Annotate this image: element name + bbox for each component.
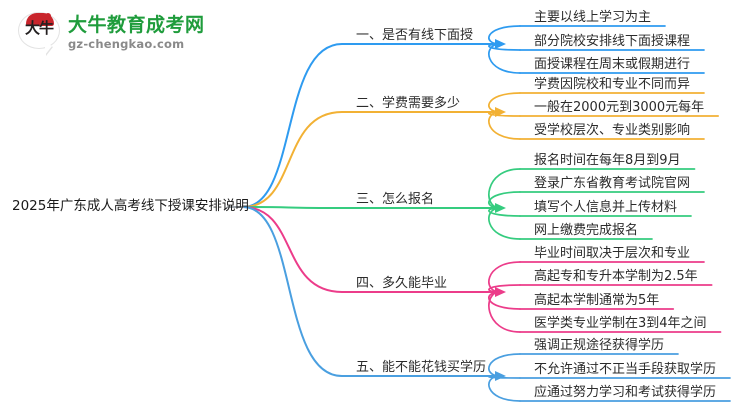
leaf-label-2-2[interactable]: 一般在2000元到3000元每年 (534, 100, 705, 115)
leaf-label-1-1[interactable]: 主要以线上学习为主 (534, 10, 652, 25)
branch-label-4[interactable]: 四、多久能毕业 (356, 276, 448, 291)
leaf-label-3-1[interactable]: 报名时间在每年8月到9月 (534, 153, 681, 168)
logo-domain: gz-chengkao.com (68, 36, 185, 51)
leaf-label-5-3[interactable]: 应通过努力学习和考试获得学历 (534, 385, 717, 400)
root-node-label[interactable]: 2025年广东成人高考线下授课安排说明 (12, 198, 249, 214)
leaf-label-4-4[interactable]: 医学类专业学制在3到4年之间 (534, 316, 707, 331)
branch-label-3[interactable]: 三、怎么报名 (356, 192, 435, 207)
branch-label-1[interactable]: 一、是否有线下面授 (356, 28, 474, 43)
speech-bubble-tail-icon (45, 42, 52, 55)
leaf-label-5-1[interactable]: 强调正规途径获得学历 (534, 338, 665, 353)
logo-mark-icon: 大牛 (18, 11, 62, 55)
logo-title: 大牛教育成考网 (68, 13, 205, 36)
leaf-label-3-3[interactable]: 填写个人信息并上传材料 (534, 200, 678, 215)
leaf-label-4-2[interactable]: 高起专和专升本学制为2.5年 (534, 269, 698, 284)
logo-glyph-text: 大牛 (24, 19, 54, 37)
branch-label-5[interactable]: 五、能不能花钱买学历 (356, 360, 487, 375)
leaf-label-3-4[interactable]: 网上缴费完成报名 (534, 223, 639, 238)
leaf-label-5-2[interactable]: 不允许通过不正当手段获取学历 (534, 362, 717, 377)
logo-text-block: 大牛教育成考网 gz-chengkao.com (68, 13, 205, 51)
leaf-label-4-1[interactable]: 毕业时间取决于层次和专业 (534, 246, 691, 261)
graduation-cap-icon (26, 13, 54, 26)
leaf-label-1-2[interactable]: 部分院校安排线下面授课程 (534, 34, 691, 49)
leaf-label-2-3[interactable]: 受学校层次、专业类别影响 (534, 123, 691, 138)
leaf-label-1-3[interactable]: 面授课程在周末或假期进行 (534, 57, 691, 72)
leaf-label-3-2[interactable]: 登录广东省教育考试院官网 (534, 176, 691, 191)
branch-label-2[interactable]: 二、学费需要多少 (356, 96, 461, 111)
site-logo: 大牛 大牛教育成考网 gz-chengkao.com (18, 10, 204, 56)
cap-knob-icon (45, 13, 51, 19)
leaf-label-4-3[interactable]: 高起本学制通常为5年 (534, 293, 660, 308)
leaf-label-2-1[interactable]: 学费因院校和专业不同而异 (534, 77, 691, 92)
